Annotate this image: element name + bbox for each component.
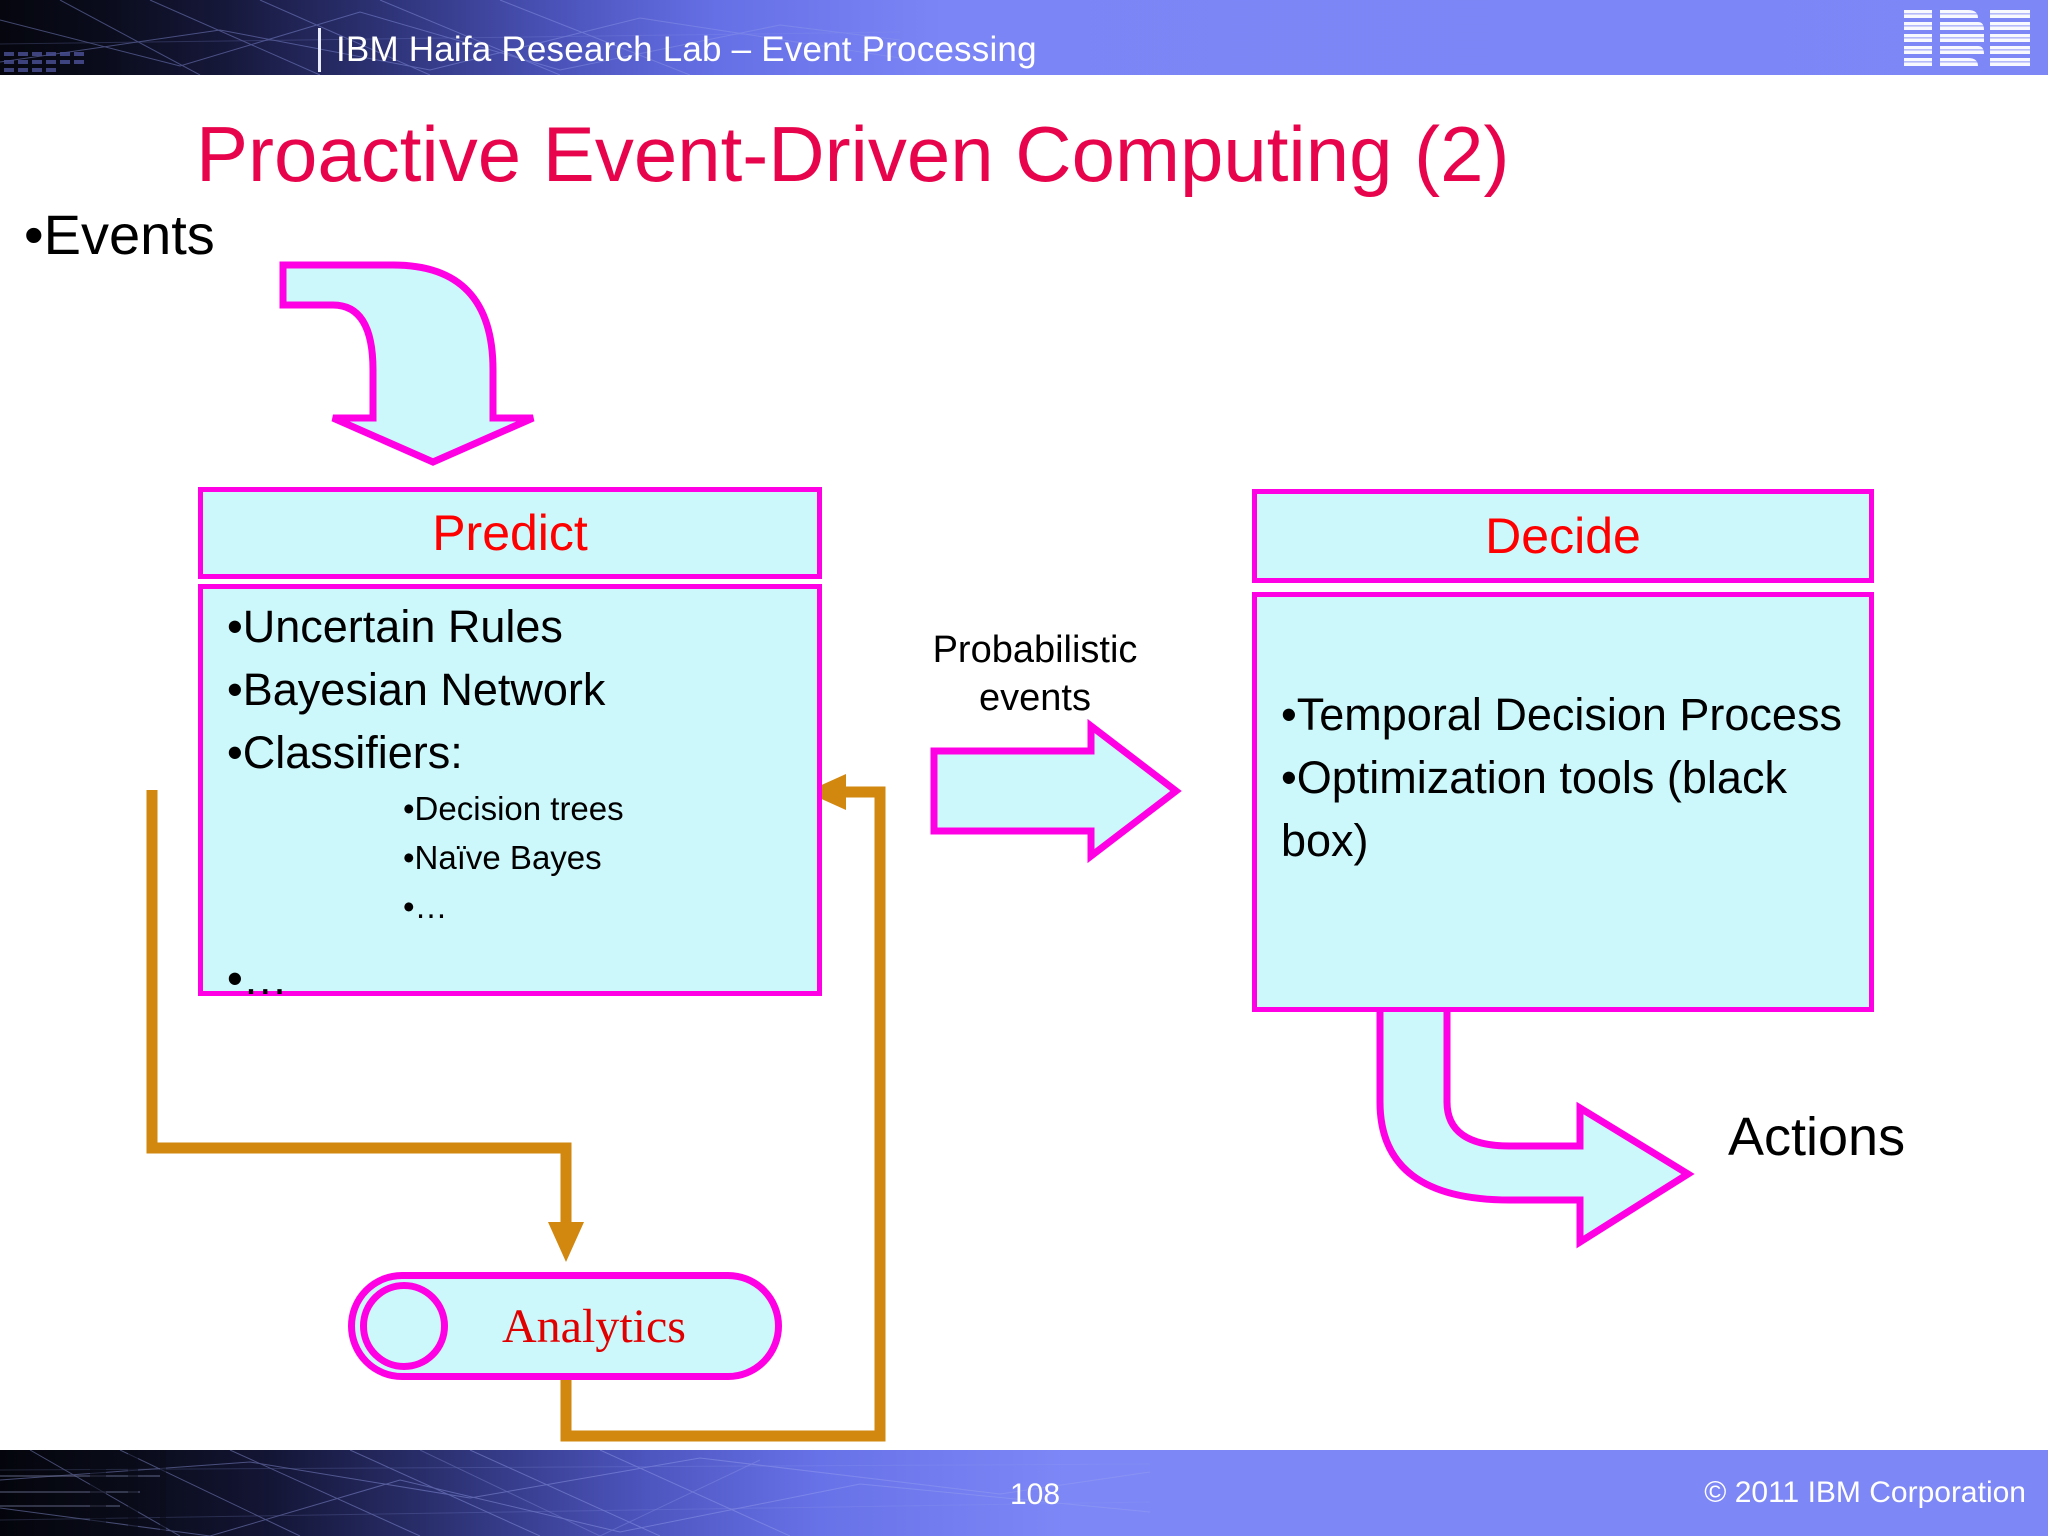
slide-footer: 108 © 2011 IBM Corporation xyxy=(0,1450,2048,1536)
predict-box-body: •Uncertain Rules •Bayesian Network •Clas… xyxy=(198,584,822,1004)
predict-sub-bullet-0: •Decision trees xyxy=(403,790,624,827)
copyright-label: © 2011 IBM Corporation xyxy=(1704,1476,2026,1509)
analytics-disc-icon xyxy=(360,1282,448,1370)
predict-sub-bullet-2: •… xyxy=(403,888,448,925)
predict-bullet-2: •Classifiers: xyxy=(227,727,463,778)
probabilistic-events-line1: Probabilistic xyxy=(932,629,1138,671)
header-web-graphic xyxy=(0,0,900,75)
predict-trailing-bullet: •… xyxy=(227,953,288,1004)
header-divider xyxy=(318,28,321,72)
probabilistic-events-line2: events xyxy=(979,677,1091,719)
probabilistic-events-label: Probabilistic events xyxy=(900,626,1170,722)
predict-bullet-0: •Uncertain Rules xyxy=(227,601,563,652)
feedback-loop-left-arrowhead xyxy=(548,1222,584,1262)
analytics-label: Analytics xyxy=(502,1299,686,1353)
actions-label: Actions xyxy=(1728,1107,1906,1167)
probabilistic-events-arrow-icon xyxy=(930,718,1182,864)
predict-sub-bullet-1: •Naïve Bayes xyxy=(403,839,602,876)
actions-curved-arrow-icon xyxy=(1376,998,1695,1249)
decide-box-header-label: Decide xyxy=(1485,508,1641,564)
decide-bullet-0: •Temporal Decision Process xyxy=(1281,689,1842,740)
footer-web-graphic xyxy=(0,1450,1150,1536)
predict-box-header: Predict xyxy=(198,487,822,579)
events-curved-arrow-icon xyxy=(279,261,535,466)
analytics-node: Analytics xyxy=(348,1272,782,1380)
decide-box-header: Decide xyxy=(1252,489,1874,583)
events-label: •Events xyxy=(24,203,215,266)
decide-bullet-1: •Optimization tools (black box) xyxy=(1281,752,1787,866)
predict-box-header-label: Predict xyxy=(432,505,588,561)
page-number: 108 xyxy=(1010,1478,1061,1511)
ibm-logo xyxy=(1904,10,2030,66)
page-title: Proactive Event-Driven Computing (2) xyxy=(196,110,1510,198)
header-title: IBM Haifa Research Lab – Event Processin… xyxy=(336,30,1037,69)
slide-header: IBM Haifa Research Lab – Event Processin… xyxy=(0,0,2048,75)
decide-box-body: •Temporal Decision Process •Optimization… xyxy=(1252,592,1874,1012)
predict-bullet-1: •Bayesian Network xyxy=(227,664,606,715)
